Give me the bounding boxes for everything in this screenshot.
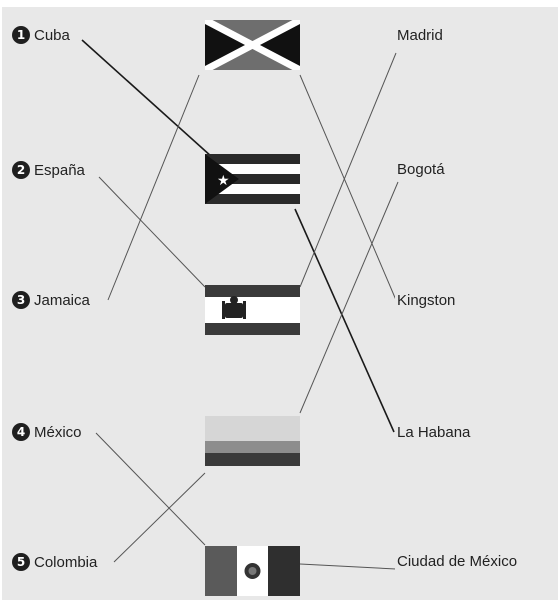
capital-madrid: Madrid bbox=[395, 27, 445, 44]
capital-la-habana: La Habana bbox=[395, 424, 473, 441]
number-badge: 4 bbox=[12, 423, 30, 441]
line-jamaica-to-flag bbox=[107, 74, 200, 301]
coat-of-arms-icon bbox=[222, 296, 246, 319]
jamaica-flag bbox=[205, 20, 300, 70]
country-label: Colombia bbox=[34, 553, 98, 571]
line-cuba-to-flag bbox=[81, 39, 213, 158]
country-label: Cuba bbox=[34, 26, 70, 44]
country-label: España bbox=[34, 161, 85, 179]
colombia-flag bbox=[205, 416, 300, 466]
capital-ciudad-de-mexico: Ciudad de México bbox=[395, 553, 520, 570]
line-cuba-flag-to-la-habana bbox=[294, 208, 395, 433]
eagle-emblem-icon bbox=[244, 563, 261, 579]
country-item-espana: 2 España bbox=[12, 161, 86, 179]
number-badge: 1 bbox=[12, 26, 30, 44]
line-mexico-flag-to-ciudad-de-mexico bbox=[299, 563, 397, 570]
connection-lines bbox=[81, 39, 399, 570]
spain-flag bbox=[205, 285, 300, 335]
country-label: Jamaica bbox=[34, 291, 90, 309]
capital-kingston: Kingston bbox=[395, 292, 458, 309]
country-label: México bbox=[34, 423, 82, 441]
country-item-cuba: 1 Cuba bbox=[12, 26, 71, 44]
star-icon: ★ bbox=[217, 173, 230, 189]
country-item-jamaica: 3 Jamaica bbox=[12, 291, 91, 309]
matching-exercise: 1 Cuba 2 España 3 Jamaica 4 México 5 Col… bbox=[2, 7, 558, 600]
cuba-flag: ★ bbox=[205, 154, 300, 204]
country-item-mexico: 4 México bbox=[12, 423, 83, 441]
line-jamaica-flag-to-kingston bbox=[299, 74, 397, 301]
number-badge: 3 bbox=[12, 291, 30, 309]
number-badge: 2 bbox=[12, 161, 30, 179]
line-spain-flag-to-madrid bbox=[299, 52, 397, 288]
country-item-colombia: 5 Colombia bbox=[12, 553, 99, 571]
mexico-flag bbox=[205, 546, 300, 596]
line-espana-to-flag bbox=[98, 176, 206, 288]
capital-bogota: Bogotá bbox=[395, 161, 447, 178]
line-mexico-to-flag bbox=[95, 432, 206, 546]
number-badge: 5 bbox=[12, 553, 30, 571]
line-colombia-to-flag bbox=[113, 472, 206, 563]
line-colombia-flag-to-bogota bbox=[299, 181, 399, 414]
